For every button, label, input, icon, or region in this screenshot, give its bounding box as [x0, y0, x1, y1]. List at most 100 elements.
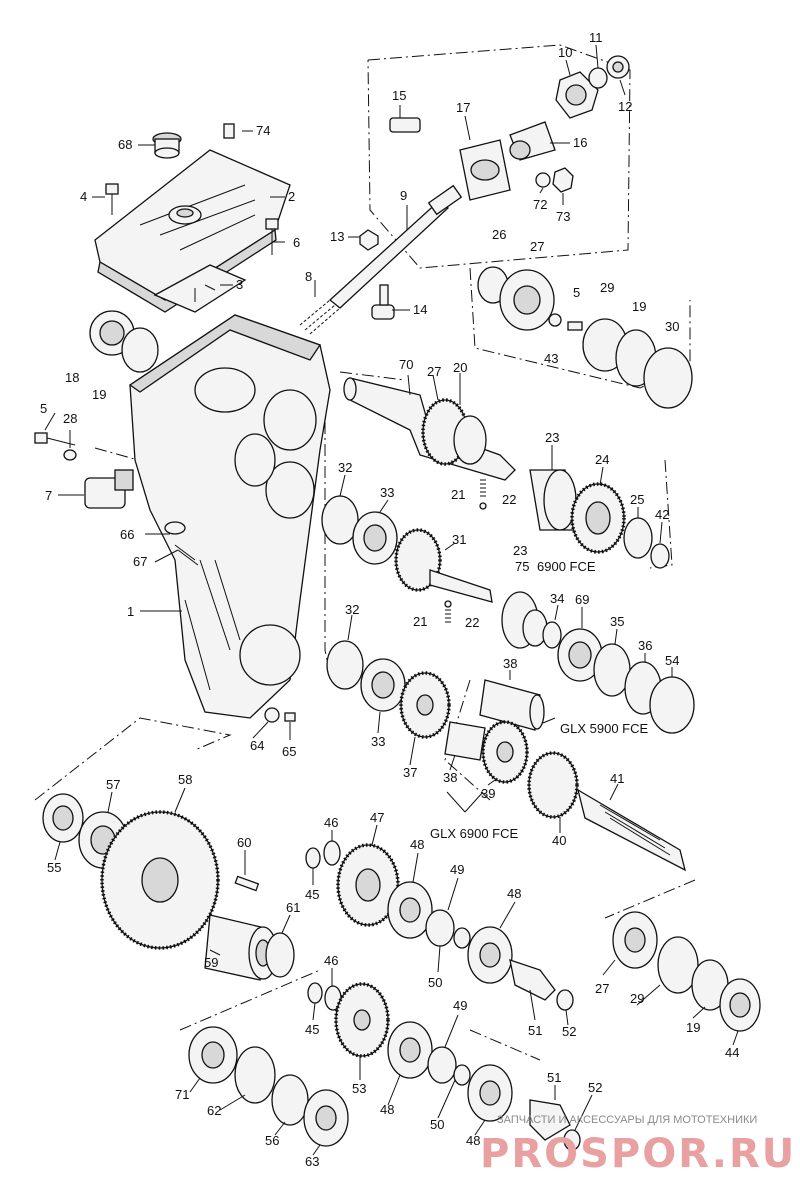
- label-31: 31: [452, 532, 466, 547]
- label-20: 20: [453, 360, 467, 375]
- leader-lines: [44, 44, 739, 1156]
- drain-plug: [84, 469, 134, 509]
- label-19-bottom: 19: [686, 1020, 700, 1035]
- detent-parts: [164, 521, 199, 566]
- label-5-left: 5: [40, 401, 47, 416]
- bearing-48-lower-left: [387, 1021, 433, 1079]
- key-60: [234, 875, 260, 892]
- label-32-upper: 32: [338, 460, 352, 475]
- gear-47: [336, 843, 400, 927]
- label-71: 71: [175, 1087, 189, 1102]
- label-36: 36: [638, 638, 652, 653]
- label-38-lower: 38: [443, 770, 457, 785]
- gearbox-housing: [128, 314, 331, 719]
- label-75: 75: [515, 559, 529, 574]
- cover-gasket: [153, 264, 247, 313]
- label-59: 59: [204, 955, 218, 970]
- rings-49-50-lower: [427, 1046, 471, 1086]
- shift-shaft: [299, 184, 463, 335]
- label-70: 70: [399, 357, 413, 372]
- label-57: 57: [106, 777, 120, 792]
- watermark-tagline: ЗАПЧАСТИ И АКСЕССУАРЫ ДЛЯ МОТОТЕХНИКИ: [497, 1114, 757, 1126]
- gear-31-shaft: [394, 528, 493, 603]
- label-69: 69: [575, 592, 589, 607]
- label-54: 54: [665, 653, 679, 668]
- label-12: 12: [618, 99, 632, 114]
- shift-fitting-14: [371, 284, 395, 320]
- nut-63: [303, 1089, 349, 1147]
- label-53: 53: [352, 1081, 366, 1096]
- label-52-upper: 52: [562, 1024, 576, 1039]
- top-cover: [94, 149, 291, 313]
- label-5-right: 5: [573, 285, 580, 300]
- cover-bolts: [105, 123, 279, 255]
- label-26: 26: [492, 227, 506, 242]
- label-18: 18: [65, 370, 79, 385]
- label-55: 55: [47, 860, 61, 875]
- shift-bracket-parts: [389, 117, 574, 201]
- label-48-d: 48: [466, 1133, 480, 1148]
- label-44: 44: [725, 1045, 739, 1060]
- rings-49-50-upper: [425, 909, 471, 949]
- label-22-lower: 22: [465, 615, 479, 630]
- label-15: 15: [392, 88, 406, 103]
- label-34: 34: [550, 591, 564, 606]
- label-4: 4: [80, 189, 87, 204]
- label-19-right: 19: [632, 299, 646, 314]
- label-27-top: 27: [530, 239, 544, 254]
- label-52-lower: 52: [588, 1080, 602, 1095]
- bearing-69: [557, 628, 603, 682]
- label-51-upper: 51: [528, 1023, 542, 1038]
- label-48-b: 48: [507, 886, 521, 901]
- bearing-71-seal-62-56: [188, 1026, 309, 1126]
- label-65: 65: [282, 744, 296, 759]
- note-6900-fce: 6900 FCE: [537, 559, 596, 574]
- shaft-51-lower: [529, 1099, 581, 1151]
- label-33-upper: 33: [380, 485, 394, 500]
- label-46-upper: 46: [324, 815, 338, 830]
- label-29-bottom: 29: [630, 991, 644, 1006]
- label-58: 58: [178, 772, 192, 787]
- label-39: 39: [481, 786, 495, 801]
- label-67: 67: [133, 554, 147, 569]
- label-24: 24: [595, 452, 609, 467]
- spring-ball-21-22: [444, 479, 487, 623]
- seal-55: [42, 793, 84, 843]
- rings-45-46-lower: [307, 982, 342, 1011]
- label-61: 61: [286, 900, 300, 915]
- label-35: 35: [610, 614, 624, 629]
- gear-40: [527, 751, 579, 819]
- label-49-upper: 49: [450, 862, 464, 877]
- label-37: 37: [403, 765, 417, 780]
- gear-37: [399, 671, 451, 739]
- label-29-top: 29: [600, 280, 614, 295]
- label-13: 13: [330, 229, 344, 244]
- label-64: 64: [250, 738, 264, 753]
- label-38-upper: 38: [503, 656, 517, 671]
- circlip-61: [265, 932, 295, 978]
- label-42: 42: [655, 507, 669, 522]
- label-32-lower: 32: [345, 602, 359, 617]
- rings-45-46-upper: [305, 840, 341, 869]
- label-21-upper: 21: [451, 487, 465, 502]
- label-66: 66: [120, 527, 134, 542]
- label-19-left: 19: [92, 387, 106, 402]
- ring-34: [542, 621, 562, 649]
- seals-35-36-54: [593, 643, 695, 734]
- bearing-48-lower-right: [467, 1064, 513, 1122]
- label-17: 17: [456, 100, 470, 115]
- bottom-screw-washer: [264, 707, 296, 723]
- bearing-33-lower: [360, 658, 406, 712]
- label-22-upper: 22: [502, 492, 516, 507]
- label-14: 14: [413, 302, 427, 317]
- label-49-lower: 49: [453, 998, 467, 1013]
- label-48-a: 48: [410, 837, 424, 852]
- label-56: 56: [265, 1133, 279, 1148]
- label-6: 6: [293, 235, 300, 250]
- label-46-lower: 46: [324, 953, 338, 968]
- label-1: 1: [127, 604, 134, 619]
- label-73: 73: [556, 209, 570, 224]
- seal-32-lower: [326, 640, 364, 690]
- label-72: 72: [533, 197, 547, 212]
- label-28: 28: [63, 411, 77, 426]
